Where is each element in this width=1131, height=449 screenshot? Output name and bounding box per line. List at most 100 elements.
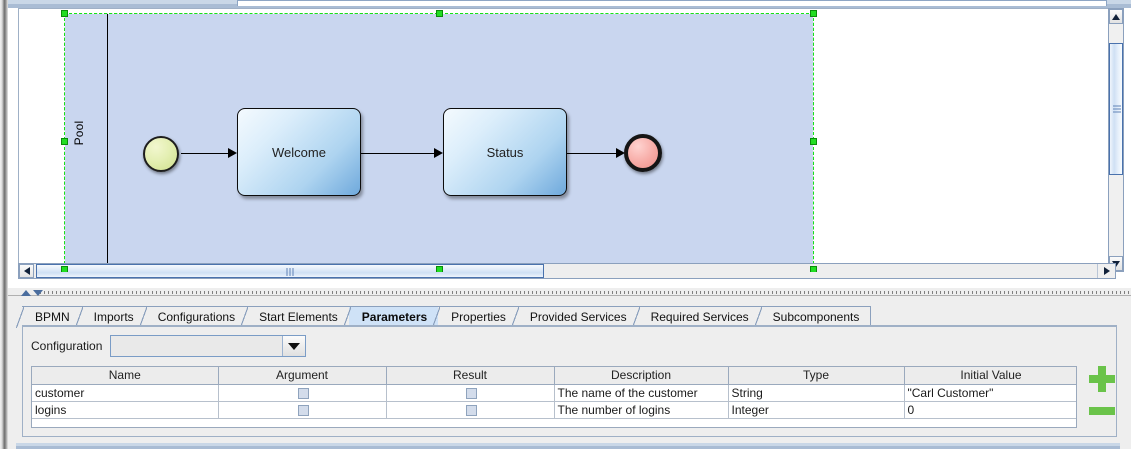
divider-grip	[40, 291, 1129, 294]
selection-handle-bottom-center[interactable]	[436, 266, 443, 272]
argument-checkbox[interactable]	[298, 387, 309, 399]
selection-handle-bottom-left[interactable]	[61, 266, 68, 272]
sequence-flow-arrowhead-1	[228, 148, 237, 158]
cell-initial-value[interactable]: "Carl Customer"	[904, 384, 1076, 402]
pool-lane-divider	[107, 14, 108, 268]
add-parameter-button[interactable]	[1088, 365, 1116, 393]
selection-rectangle	[64, 13, 814, 269]
table-empty-area	[32, 418, 1076, 427]
cell-result[interactable]	[386, 384, 555, 402]
triangle-up-icon	[1112, 13, 1120, 20]
cell-description[interactable]: The number of logins	[554, 401, 729, 419]
selection-handle-top-right[interactable]	[810, 10, 817, 17]
cell-argument[interactable]	[218, 401, 387, 419]
selection-handle-top-left[interactable]	[61, 10, 68, 17]
tab-label: Provided Services	[529, 309, 627, 324]
configuration-label: Configuration	[31, 339, 103, 353]
sequence-flow-status-end[interactable]	[567, 153, 622, 154]
start-event-icon[interactable]	[143, 136, 179, 172]
split-pane-divider[interactable]	[8, 287, 1131, 296]
column-header-initial-value[interactable]: Initial Value	[904, 367, 1076, 385]
vertical-scrollbar-thumb[interactable]	[1109, 43, 1123, 175]
tab-label: Properties	[451, 309, 506, 324]
editor-tab-stub[interactable]	[237, 0, 1107, 6]
parameters-table-container[interactable]: Name Argument Result Description Type In…	[31, 366, 1077, 428]
sequence-flow-welcome-status[interactable]	[361, 153, 439, 154]
column-header-result[interactable]: Result	[386, 367, 555, 385]
tab-start-elements[interactable]: Start Elements	[240, 306, 350, 328]
result-checkbox[interactable]	[466, 404, 477, 416]
diagram-canvas[interactable]: Pool Welcome Status	[18, 8, 1116, 272]
cell-argument[interactable]	[218, 384, 387, 402]
table-empty-cell	[32, 418, 1076, 427]
task-status-label: Status	[486, 144, 524, 160]
configuration-combobox[interactable]	[110, 335, 307, 357]
table-row[interactable]: customer The name of the customer String…	[32, 384, 1076, 402]
column-header-description[interactable]: Description	[554, 367, 729, 385]
cell-name[interactable]: logins	[32, 401, 219, 419]
cell-result[interactable]	[386, 401, 555, 419]
tab-subcomponents[interactable]: Subcomponents	[753, 306, 872, 328]
selection-handle-middle-left[interactable]	[61, 138, 68, 145]
tab-label: Subcomponents	[772, 309, 860, 324]
panel-bottom-edge-dark	[16, 446, 1120, 449]
scroll-left-button[interactable]	[19, 264, 34, 278]
tab-label: BPMN	[35, 309, 70, 324]
scrollbar-grip-icon	[1113, 105, 1121, 113]
task-welcome[interactable]: Welcome	[237, 108, 361, 196]
tab-label: Start Elements	[259, 309, 338, 324]
cell-initial-value[interactable]: 0	[904, 401, 1076, 419]
canvas-horizontal-scrollbar[interactable]	[18, 263, 1116, 279]
table-actions	[1085, 365, 1119, 429]
tab-provided-services[interactable]: Provided Services	[510, 306, 639, 328]
canvas-vertical-scrollbar[interactable]	[1108, 8, 1124, 272]
triangle-right-icon	[1103, 267, 1110, 275]
tab-required-services[interactable]: Required Services	[631, 306, 761, 328]
cell-type[interactable]: String	[728, 384, 905, 402]
tab-bpmn[interactable]: BPMN	[16, 306, 82, 328]
panel-bottom-edge-light	[16, 443, 1120, 446]
chevron-down-icon	[288, 342, 301, 350]
tab-configurations[interactable]: Configurations	[138, 306, 248, 328]
bpmn-pool[interactable]: Pool Welcome Status	[65, 14, 813, 268]
result-checkbox[interactable]	[466, 387, 477, 399]
end-event-icon[interactable]	[624, 134, 662, 172]
diagram-editor-pane: Pool Welcome Status	[8, 0, 1131, 287]
tab-properties[interactable]: Properties	[432, 306, 518, 328]
task-status[interactable]: Status	[443, 108, 567, 196]
selection-handle-top-center[interactable]	[436, 10, 443, 17]
column-header-argument[interactable]: Argument	[218, 367, 387, 385]
task-welcome-label: Welcome	[272, 144, 326, 160]
editor-tab-header-strip	[8, 0, 1131, 8]
sequence-flow-arrowhead-2	[434, 148, 443, 158]
horizontal-scrollbar-thumb[interactable]	[36, 264, 544, 278]
argument-checkbox[interactable]	[298, 404, 309, 416]
tab-parameters[interactable]: Parameters	[342, 306, 440, 328]
cell-type[interactable]: Integer	[728, 401, 905, 419]
column-header-name[interactable]: Name	[32, 367, 219, 385]
configuration-combobox-value[interactable]	[111, 336, 284, 356]
table-row[interactable]: logins The number of logins Integer 0	[32, 401, 1076, 419]
scrollbar-grip-icon	[286, 268, 294, 276]
selection-handle-bottom-right[interactable]	[810, 266, 817, 272]
tab-imports[interactable]: Imports	[74, 306, 146, 328]
scroll-right-button[interactable]	[1097, 264, 1115, 278]
properties-tabstrip: BPMN Imports Configurations Start Elemen…	[16, 306, 872, 328]
configuration-row: Configuration	[31, 335, 307, 357]
configuration-combobox-button[interactable]	[283, 336, 306, 356]
sequence-flow-arrowhead-3	[616, 148, 625, 158]
selection-handle-middle-right[interactable]	[810, 138, 817, 145]
cell-name[interactable]: customer	[32, 384, 219, 402]
sequence-flow-start-welcome[interactable]	[181, 153, 233, 154]
triangle-left-icon	[23, 267, 30, 275]
triangle-down-icon	[1112, 260, 1120, 267]
remove-parameter-button[interactable]	[1089, 407, 1115, 415]
divider-collapse-up-button[interactable]	[20, 289, 31, 296]
cell-description[interactable]: The name of the customer	[554, 384, 729, 402]
window-left-rail	[0, 0, 8, 449]
divider-collapse-down-button[interactable]	[32, 289, 43, 296]
tab-label: Parameters	[361, 309, 428, 324]
triangle-down-icon	[32, 289, 43, 296]
column-header-type[interactable]: Type	[728, 367, 905, 385]
scroll-up-button[interactable]	[1109, 9, 1123, 24]
